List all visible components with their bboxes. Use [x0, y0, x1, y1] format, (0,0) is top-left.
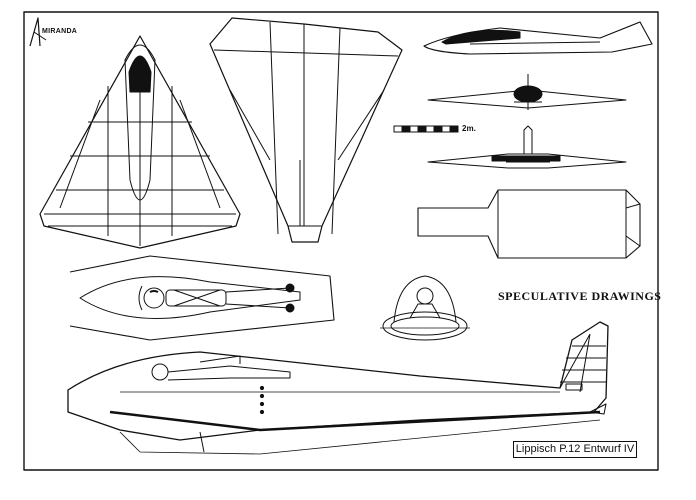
cockpit-top-view-drawing [69, 255, 335, 341]
top-view-drawing [39, 35, 241, 249]
bottom-view-drawing [209, 17, 403, 243]
side-view-large-drawing [67, 321, 609, 455]
speculative-caption: SPECULATIVE DRAWINGS [498, 289, 662, 303]
rear-view-drawing [427, 125, 627, 169]
sheet-border [23, 11, 659, 471]
front-view-drawing [427, 74, 627, 110]
side-view-small-drawing [423, 21, 653, 55]
logo-mark [29, 17, 47, 47]
canopy-front-detail-drawing [380, 275, 470, 341]
nose-detail-drawing [417, 189, 641, 259]
scale-label: 2m. [462, 124, 476, 133]
scale-bar [393, 125, 459, 133]
drawing-title: Lippisch P.12 Entwurf IV [513, 441, 637, 458]
logo-text: MIRANDA [42, 28, 78, 35]
